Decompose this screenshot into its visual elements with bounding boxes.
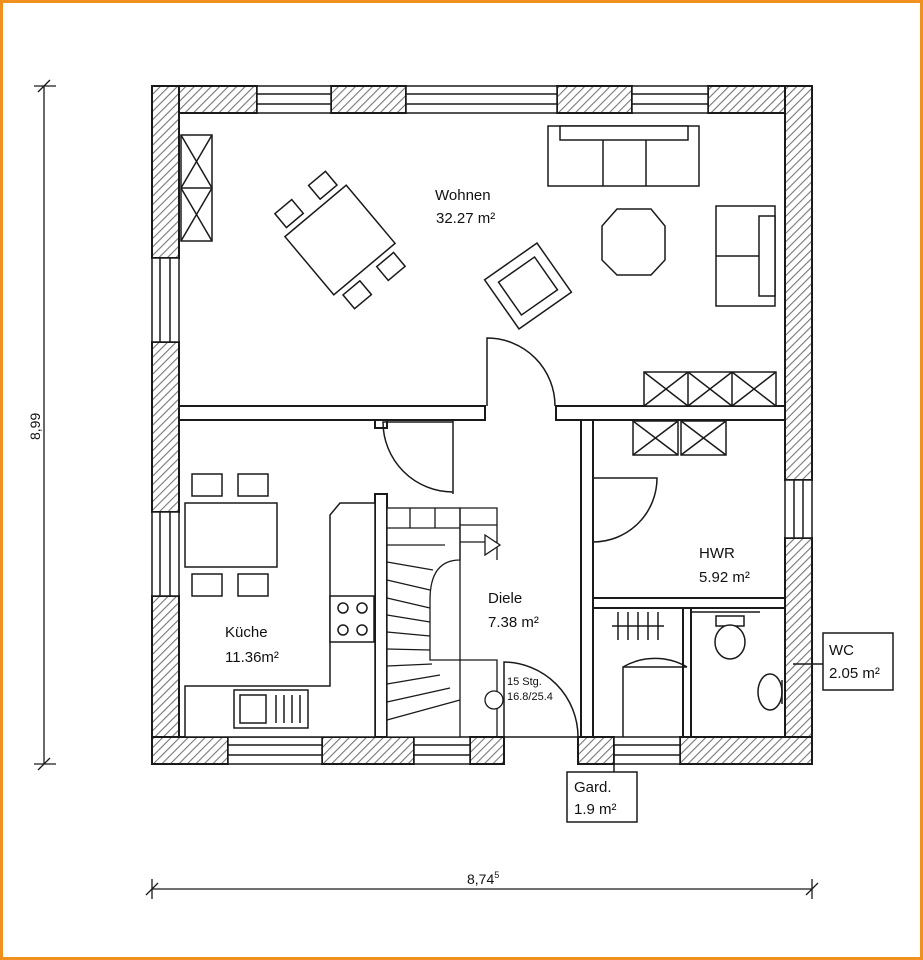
room-name-wohnen: Wohnen xyxy=(435,187,491,204)
dining-table xyxy=(273,170,407,310)
interior-walls xyxy=(178,405,786,738)
doors xyxy=(382,337,760,737)
furniture-wohnen xyxy=(180,125,777,407)
wc-label-box xyxy=(822,632,894,691)
staircase xyxy=(386,507,504,738)
chair xyxy=(191,573,223,597)
entrance xyxy=(503,661,579,738)
chair xyxy=(191,473,223,497)
wall-segment xyxy=(577,736,615,765)
window xyxy=(256,85,332,114)
wall-segment xyxy=(556,85,633,114)
wall-hwr-bottom xyxy=(592,597,786,609)
wall-segment xyxy=(679,736,813,765)
room-name-diele: Diele xyxy=(488,590,522,607)
window xyxy=(405,85,558,114)
wc-fixtures xyxy=(714,615,783,711)
armchair xyxy=(483,242,573,330)
wall-wohnen-bottom-left xyxy=(178,405,486,421)
room-name-kueche: Küche xyxy=(225,624,268,641)
room-name-gard: Gard. xyxy=(574,779,612,796)
chair xyxy=(237,473,269,497)
coffee-table xyxy=(601,208,666,276)
window xyxy=(784,479,813,539)
room-name-hwr: HWR xyxy=(699,545,735,562)
toilet-bowl xyxy=(714,624,746,660)
chair xyxy=(375,251,407,282)
wall-diele-right xyxy=(580,419,594,738)
window xyxy=(413,736,471,765)
windows xyxy=(151,85,813,765)
stair-start-circle xyxy=(484,690,504,710)
furniture-kueche xyxy=(184,473,376,738)
wall-segment xyxy=(321,736,415,765)
chair xyxy=(273,198,305,229)
dim-width-label: 8,745 xyxy=(467,870,499,887)
furniture-hwr xyxy=(632,420,727,456)
wall-segment xyxy=(784,537,813,765)
door-wohnen xyxy=(486,337,556,407)
room-area-wc: 2.05 m² xyxy=(829,665,880,682)
wall-wohnen-bottom-right xyxy=(555,405,786,421)
window xyxy=(227,736,323,765)
label-boxes xyxy=(566,632,894,823)
gard-label-box xyxy=(566,771,638,823)
wall-segment xyxy=(469,736,505,765)
window xyxy=(151,511,180,597)
wall-segment xyxy=(151,85,180,259)
window xyxy=(151,257,180,343)
dimension-labels: 8,745 8,99 xyxy=(27,413,499,887)
room-area-gard: 1.9 m² xyxy=(574,801,617,818)
room-name-wc: WC xyxy=(829,642,854,659)
wall-segment xyxy=(151,736,229,765)
coat-rack xyxy=(612,612,664,640)
door-gard xyxy=(622,657,688,737)
dimension-lines xyxy=(34,79,819,899)
kitchen-table xyxy=(184,502,278,568)
wash-basin xyxy=(757,673,783,711)
stove xyxy=(329,595,375,643)
room-area-hwr: 5.92 m² xyxy=(699,569,750,586)
door-hwr xyxy=(592,477,658,543)
chair xyxy=(341,279,373,310)
wall-gard-wc xyxy=(682,607,692,738)
wall-segment xyxy=(784,85,813,481)
room-area-kueche: 11.36m² xyxy=(225,649,279,666)
wall-segment xyxy=(330,85,407,114)
wall-segment xyxy=(151,341,180,513)
room-area-diele: 7.38 m² xyxy=(488,614,539,631)
window xyxy=(613,736,681,765)
room-area-wohnen: 32.27 m² xyxy=(436,210,495,227)
stair-labels: 15 Stg. 16.8/25.4 xyxy=(507,676,553,703)
chair xyxy=(237,573,269,597)
window xyxy=(631,85,709,114)
stair-arrow xyxy=(484,533,502,557)
room-labels: Wohnen 32.27 m² Küche 11.36m² Diele 7.38… xyxy=(225,187,880,818)
chair xyxy=(307,170,339,201)
dim-height-label: 8,99 xyxy=(27,413,43,440)
wall-stub xyxy=(374,419,388,429)
stair-steps: 15 Stg. xyxy=(507,676,542,688)
door-kueche xyxy=(382,421,454,493)
stair-ratio: 16.8/25.4 xyxy=(507,691,553,703)
wall-kueche-diele xyxy=(374,493,388,738)
